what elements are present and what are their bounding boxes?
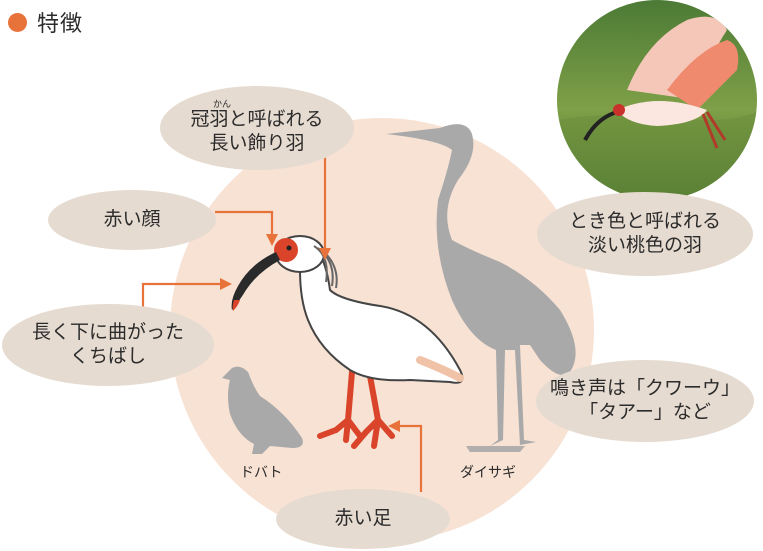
callout-voice: 鳴き声は「クワーウ」 「タアー」など bbox=[536, 360, 754, 442]
callout-crest-line2: 長い飾り羽 bbox=[209, 131, 305, 154]
callout-beak: 長く下に曲がった くちばし bbox=[2, 304, 214, 386]
callout-beak-line1: 長く下に曲がった bbox=[31, 321, 184, 344]
heading-title: 特徴 bbox=[37, 12, 84, 37]
egret-label: ダイサギ bbox=[460, 465, 516, 481]
callout-feather-line1: とき色と呼ばれる bbox=[568, 210, 721, 233]
ibis-flight-photo bbox=[557, 0, 757, 200]
egret-silhouette bbox=[386, 124, 576, 452]
callout-feather-line2: 淡い桃色の羽 bbox=[587, 234, 702, 256]
callout-feather: とき色と呼ばれる 淡い桃色の羽 bbox=[537, 192, 753, 276]
callout-voice-line2: 「タアー」など bbox=[579, 401, 711, 423]
callout-crest: かん 冠羽と呼ばれる 長い飾り羽 bbox=[160, 86, 354, 170]
arrow-heads bbox=[220, 234, 400, 432]
callout-face: 赤い顔 bbox=[48, 190, 216, 250]
callout-legs: 赤い足 bbox=[276, 489, 450, 549]
callout-crest-line1: 冠羽と呼ばれる bbox=[190, 107, 324, 130]
callout-crest-ruby: かん bbox=[212, 99, 231, 110]
callout-legs-line1: 赤い足 bbox=[334, 507, 392, 530]
pigeon-label: ドバト bbox=[240, 465, 283, 481]
callout-face-line1: 赤い顔 bbox=[103, 208, 161, 231]
callout-beak-line2: くちばし bbox=[69, 345, 146, 367]
section-heading: 特徴 bbox=[8, 6, 83, 38]
heading-bullet-icon bbox=[8, 12, 27, 32]
callout-voice-line1: 鳴き声は「クワーウ」 bbox=[549, 377, 740, 400]
pigeon-silhouette bbox=[222, 366, 303, 454]
